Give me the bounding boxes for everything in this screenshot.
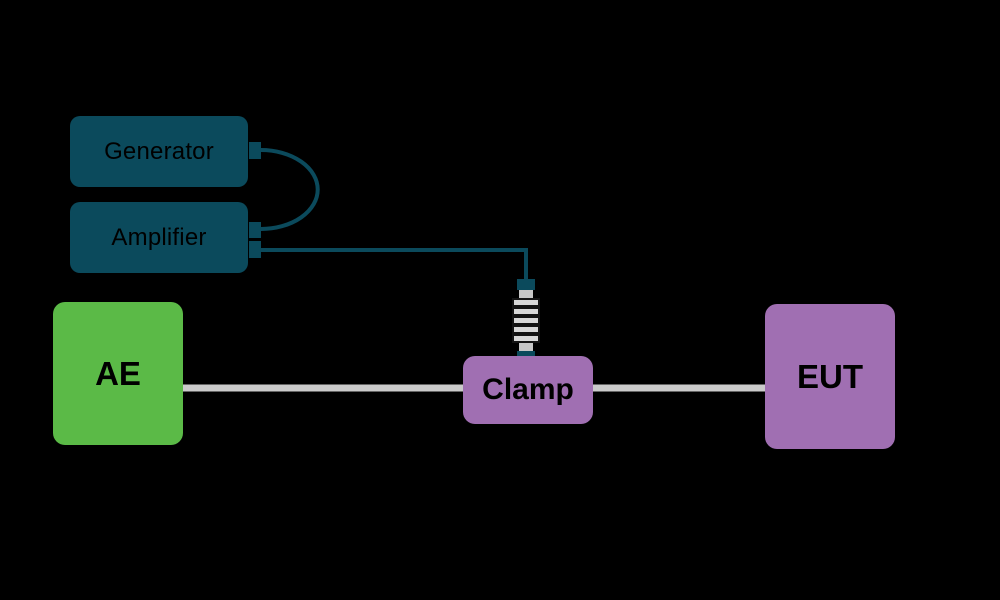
- connector-rib: [514, 309, 538, 314]
- connector-rib: [514, 300, 538, 305]
- node-ae: AE: [53, 302, 183, 445]
- clamp-label: Clamp: [482, 373, 574, 406]
- generator-to-amplifier-cable: [260, 148, 320, 231]
- coax-connector-icon: [512, 279, 540, 360]
- amplifier-output-port-icon: [249, 241, 261, 258]
- amplifier-label: Amplifier: [111, 223, 207, 251]
- node-eut: EUT: [765, 304, 895, 449]
- connector-bottom-neck: [519, 343, 533, 351]
- generator-output-port-icon: [249, 142, 261, 159]
- node-amplifier: Amplifier: [70, 202, 248, 273]
- connector-top-neck: [519, 290, 533, 299]
- ae-label: AE: [95, 354, 141, 392]
- connector-top-cap: [517, 279, 535, 290]
- generator-label: Generator: [104, 137, 214, 165]
- connector-rib: [514, 318, 538, 323]
- node-generator: Generator: [70, 116, 248, 187]
- eut-label: EUT: [797, 357, 863, 395]
- node-clamp: Clamp: [463, 356, 593, 424]
- amplifier-input-port-icon: [249, 222, 261, 238]
- amplifier-to-clamp-cable: [261, 248, 528, 282]
- connector-rib: [514, 327, 538, 332]
- connector-bottom-cap: [517, 351, 535, 360]
- connector-rib: [514, 336, 538, 341]
